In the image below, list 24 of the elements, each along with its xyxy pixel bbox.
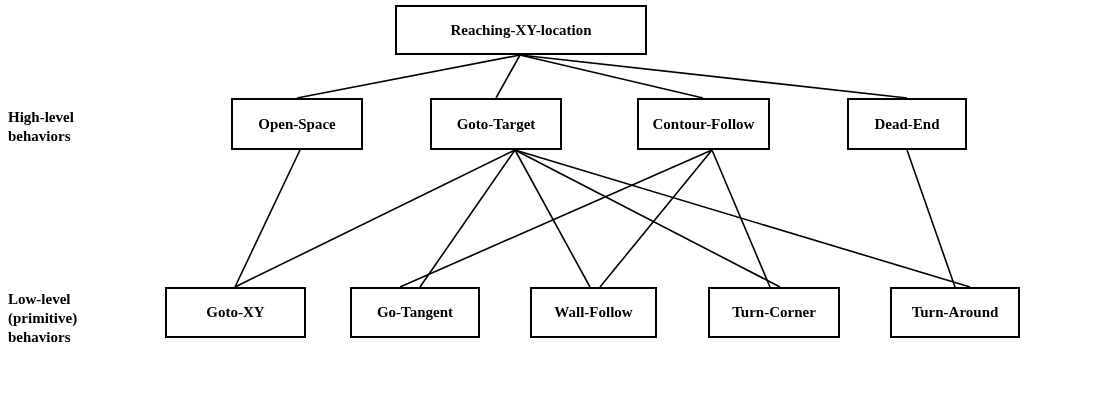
connector-line bbox=[495, 54, 521, 99]
connector-line bbox=[296, 54, 521, 99]
behavior-box: Open-Space bbox=[231, 98, 363, 150]
connector-line bbox=[711, 149, 771, 288]
behavior-box: Turn-Corner bbox=[708, 287, 840, 338]
behavior-box: Goto-XY bbox=[165, 287, 306, 338]
connector-line bbox=[519, 54, 908, 99]
behavior-box: Wall-Follow bbox=[530, 287, 657, 338]
connector-line bbox=[419, 149, 516, 288]
connector-line bbox=[514, 149, 781, 288]
connector-line bbox=[514, 149, 591, 288]
behavior-box: Dead-End bbox=[847, 98, 967, 150]
connector-line bbox=[234, 149, 301, 288]
connector-line bbox=[234, 149, 516, 288]
connector-line bbox=[906, 149, 956, 288]
behavior-box: Contour-Follow bbox=[637, 98, 770, 150]
behavior-box: Goto-Target bbox=[430, 98, 562, 150]
connector-line bbox=[399, 149, 713, 288]
behavior-box: Reaching-XY-location bbox=[395, 5, 647, 55]
level-label: High-level behaviors bbox=[8, 108, 75, 146]
connector-line bbox=[599, 149, 713, 288]
behavior-box: Go-Tangent bbox=[350, 287, 480, 338]
behavior-box: Turn-Around bbox=[890, 287, 1020, 338]
level-label: Low-level (primitive) behaviors bbox=[8, 290, 79, 347]
